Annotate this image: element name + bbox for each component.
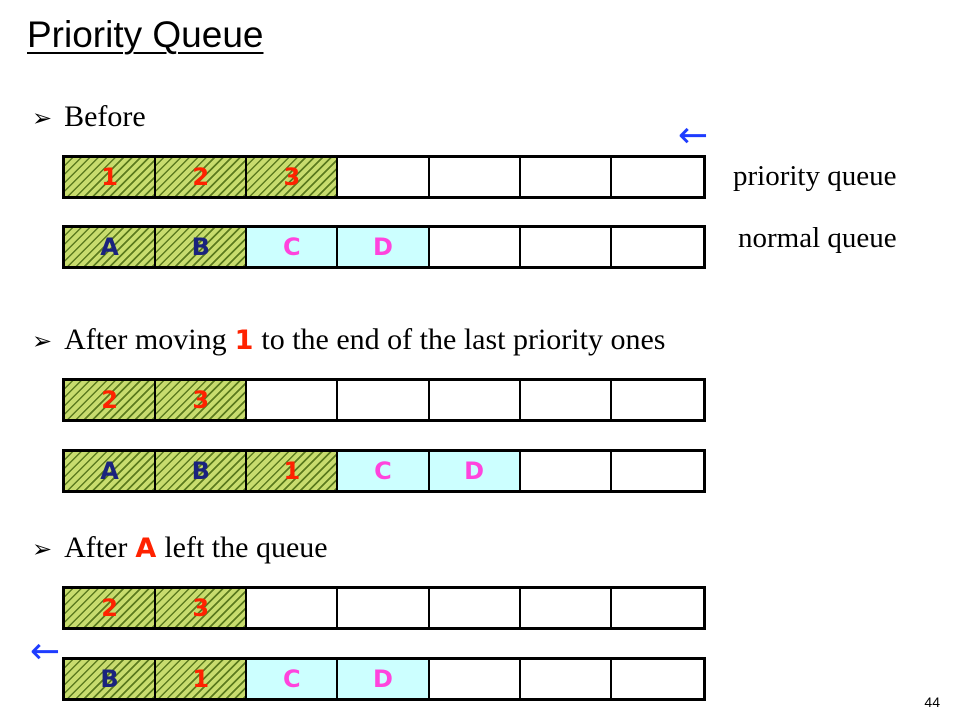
queue-cell: 2: [65, 381, 157, 419]
queue-cell: [247, 589, 339, 627]
section-after-moving-highlight: 1: [234, 325, 254, 356]
queue-cell: 2: [156, 158, 248, 196]
queue-cell: [429, 228, 521, 266]
queue-cell: 3: [247, 158, 339, 196]
queue-cell: C: [247, 228, 339, 266]
queue-cell: B: [65, 660, 157, 698]
queue-cell: B: [156, 228, 248, 266]
queue-cell: [611, 452, 703, 490]
section-after-left-suffix: left the queue: [164, 531, 328, 564]
queue-cell: [611, 158, 703, 196]
queue-cell: [429, 158, 521, 196]
queue-cell: 1: [247, 452, 339, 490]
queue-before-normal: A B C D: [62, 225, 706, 269]
bullet-arrow-icon: ➢: [32, 535, 53, 563]
queue-cell: [520, 660, 612, 698]
bullet-arrow-icon: ➢: [32, 104, 53, 132]
section-before-label: Before: [64, 100, 146, 133]
queue-cell: C: [338, 452, 430, 490]
queue-cell: 1: [156, 660, 248, 698]
queue-cell: A: [65, 452, 157, 490]
queue-cell: [611, 660, 703, 698]
queue-cell: [520, 381, 612, 419]
queue-cell: [520, 158, 612, 196]
queue-cell: [429, 381, 521, 419]
priority-queue-label: priority queue: [733, 160, 897, 192]
queue-left-normal: B 1 C D: [62, 657, 706, 701]
section-after-moving-prefix: After moving: [64, 323, 227, 356]
queue-cell: D: [338, 660, 430, 698]
queue-cell: [611, 381, 703, 419]
queue-cell: 1: [65, 158, 157, 196]
section-after-left-prefix: After: [64, 531, 128, 564]
queue-cell: 3: [156, 381, 248, 419]
queue-cell: 3: [156, 589, 248, 627]
queue-cell: [338, 158, 430, 196]
section-before: ➢ Before: [32, 100, 146, 134]
section-after-moving-suffix: to the end of the last priority ones: [261, 323, 666, 356]
queue-before-priority: 1 2 3: [62, 155, 706, 199]
queue-cell: 2: [65, 589, 157, 627]
queue-cell: [611, 589, 703, 627]
queue-cell: [338, 381, 430, 419]
bullet-arrow-icon: ➢: [32, 327, 53, 355]
queue-cell: D: [338, 228, 430, 266]
section-after-left: ➢ After A left the queue: [32, 531, 328, 565]
queue-cell: [338, 589, 430, 627]
queue-cell: [429, 589, 521, 627]
queue-moved-normal: A B 1 C D: [62, 449, 706, 493]
queue-cell: [520, 228, 612, 266]
queue-cell: [520, 452, 612, 490]
queue-cell: [247, 381, 339, 419]
section-after-moving: ➢ After moving 1 to the end of the last …: [32, 323, 665, 357]
queue-cell: C: [247, 660, 339, 698]
queue-left-priority: 2 3: [62, 586, 706, 630]
pointer-arrow-icon: ←: [30, 631, 61, 672]
queue-cell: B: [156, 452, 248, 490]
queue-cell: [520, 589, 612, 627]
queue-moved-priority: 2 3: [62, 378, 706, 422]
section-after-left-highlight: A: [135, 533, 157, 564]
queue-cell: [429, 660, 521, 698]
queue-cell: [611, 228, 703, 266]
page-title: Priority Queue: [27, 14, 264, 55]
pointer-arrow-icon: ←: [678, 115, 709, 156]
queue-cell: D: [429, 452, 521, 490]
page-number: 44: [924, 694, 940, 710]
queue-cell: A: [65, 228, 157, 266]
normal-queue-label: normal queue: [738, 222, 897, 254]
